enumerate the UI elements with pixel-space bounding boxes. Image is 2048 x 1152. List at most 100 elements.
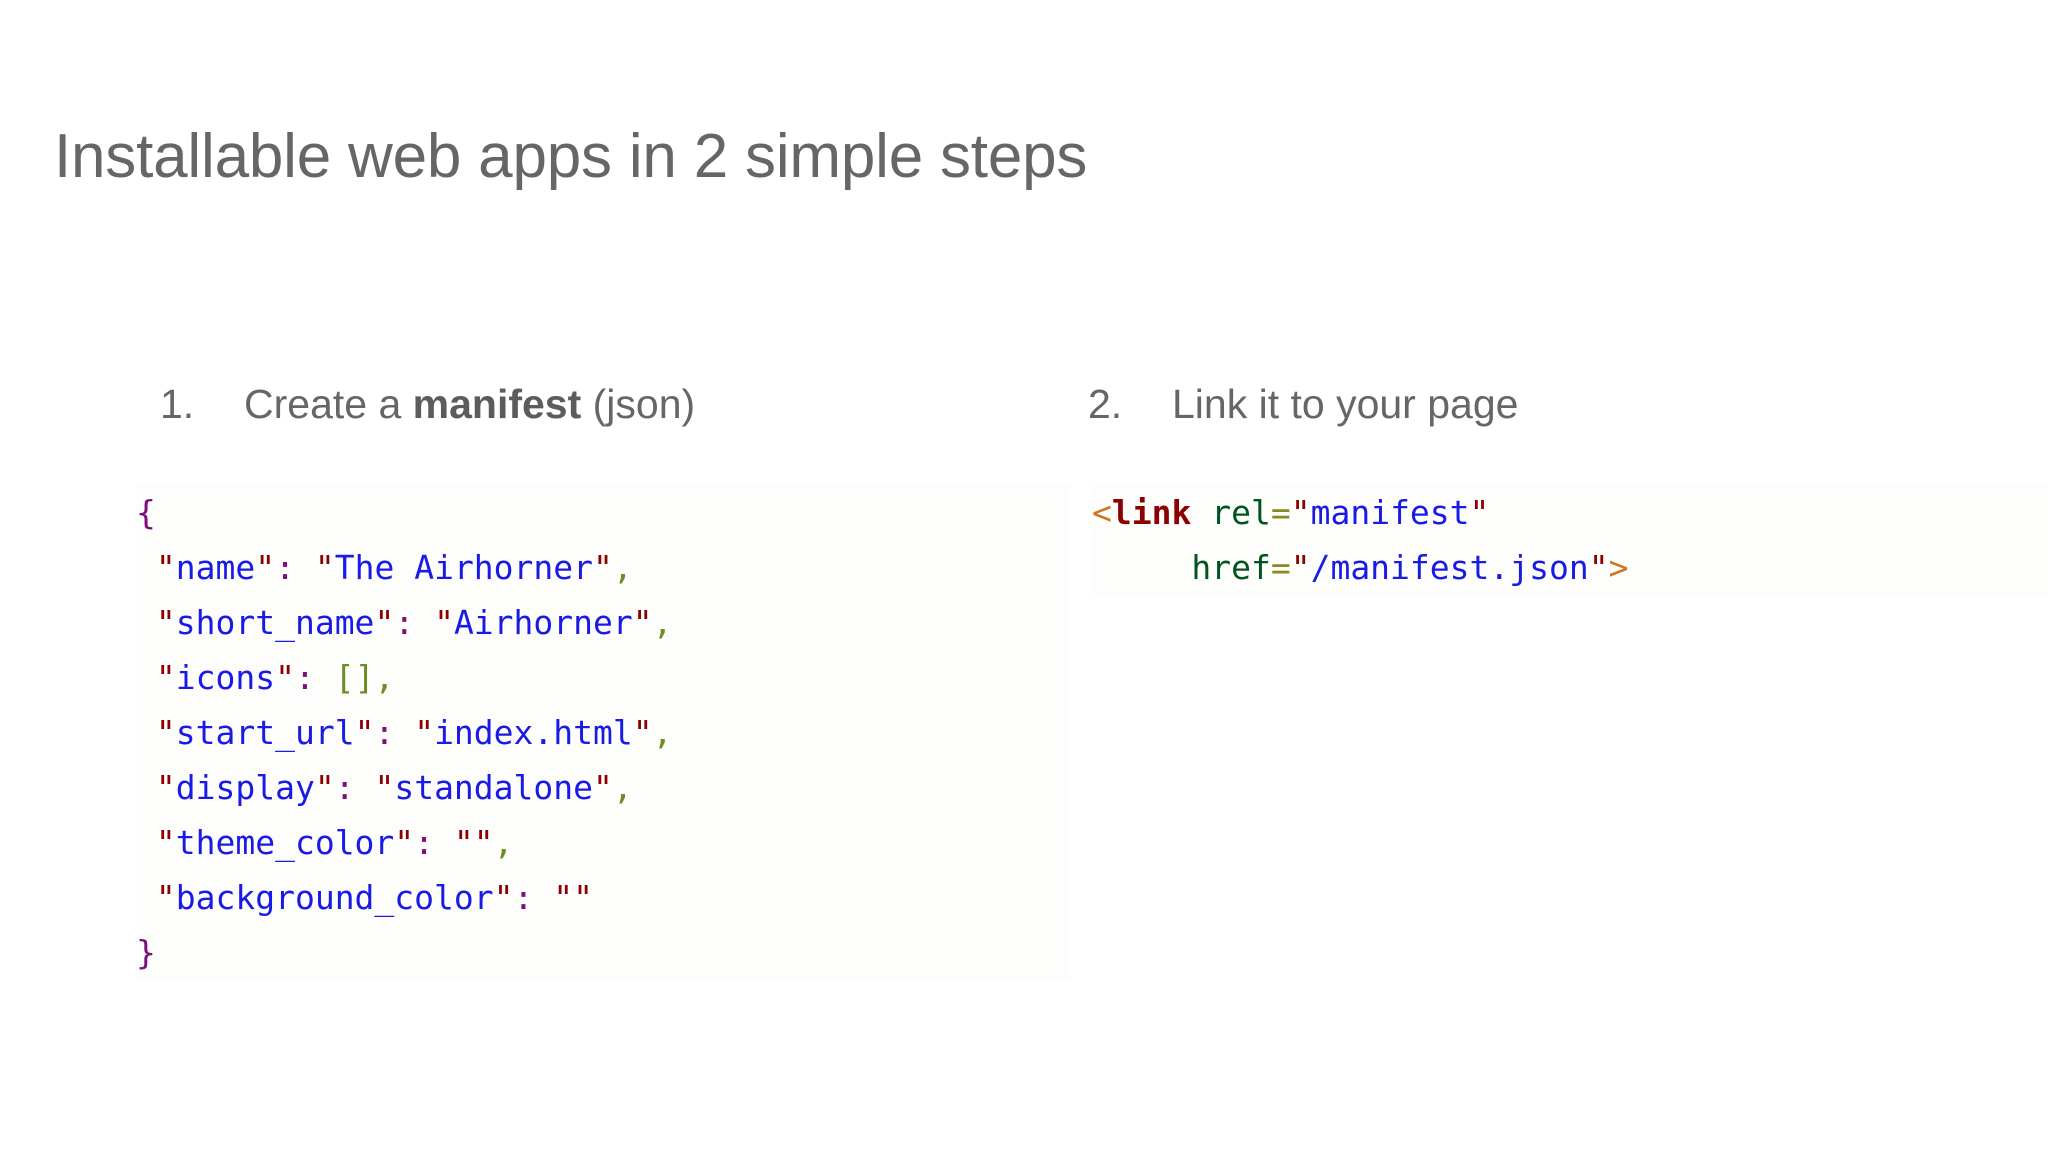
json-indent [136, 768, 156, 807]
json-key-quote-close: " [493, 878, 514, 918]
step-2-label: Link it to your page [1172, 380, 1518, 429]
json-value-start_url: index.html [434, 713, 633, 753]
json-key-quote-close: " [374, 603, 395, 643]
html-attr-value-href: /manifest.json [1310, 548, 1589, 588]
json-key-quote-open: " [155, 713, 176, 753]
json-colon: : [275, 548, 295, 588]
json-comma: , [493, 823, 514, 863]
code-block-manifest-json: { "name": "The Airhorner", "short_name":… [136, 485, 1070, 981]
code-line-entry: "background_color": "" [136, 870, 1070, 925]
step-2-number: 2. [1088, 381, 1123, 427]
json-key-quote-open: " [155, 768, 176, 808]
code-line-entry: "theme_color": "", [136, 815, 1070, 870]
json-key-short_name: short_name [175, 603, 375, 643]
html-tag-name: link [1111, 493, 1192, 533]
json-key-quote-open: " [155, 823, 176, 863]
html-attr-rel: rel [1211, 493, 1271, 533]
json-close-brace: } [136, 933, 156, 973]
json-key-start_url: start_url [175, 713, 355, 753]
json-colon: : [414, 823, 435, 863]
page-title: Installable web apps in 2 simple steps [54, 122, 1088, 191]
html-attr-value-rel: manifest [1310, 493, 1470, 533]
json-space [434, 823, 454, 862]
html-space [1191, 493, 1211, 532]
step-1-number: 1. [160, 381, 195, 427]
code-line-entry: "short_name": "Airhorner", [136, 595, 1070, 650]
html-value-quote-open: " [1290, 493, 1311, 533]
json-value-quote-open: " [453, 823, 474, 863]
code-line-link-continuation: href="/manifest.json"> [1092, 540, 2048, 595]
code-line-entry: "start_url": "index.html", [136, 705, 1070, 760]
json-value-display: standalone [394, 768, 594, 808]
step-1-text-bold: manifest [412, 381, 582, 427]
json-key-quote-close: " [275, 658, 295, 698]
json-key-quote-open: " [155, 603, 176, 643]
json-space [315, 658, 335, 697]
json-key-background_color: background_color [175, 878, 494, 918]
json-comma: , [612, 768, 633, 808]
json-indent [136, 658, 156, 697]
html-equals: = [1270, 493, 1291, 533]
step-1-text-after: (json) [581, 381, 696, 427]
json-value-quote-open: " [434, 603, 454, 643]
html-value-quote-close: " [1588, 548, 1609, 588]
json-comma: , [374, 658, 395, 698]
json-value-quote-close: " [632, 713, 653, 753]
json-comma: , [652, 603, 673, 643]
json-value-quote-close: " [473, 823, 494, 863]
step-1-text-before: Create a [244, 381, 413, 427]
json-value-quote-open: " [374, 768, 395, 808]
html-angle-open: < [1092, 493, 1112, 533]
json-value-short_name: Airhorner [453, 603, 633, 643]
step-1-label: Create a manifest (json) [244, 380, 695, 429]
html-value-quote-open: " [1290, 548, 1311, 588]
code-line-entry: "name": "The Airhorner", [136, 540, 1070, 595]
step-2-text-before: Link it to your page [1172, 381, 1519, 427]
json-key-quote-close: " [354, 713, 375, 753]
json-key-quote-open: " [155, 548, 176, 588]
json-colon: : [513, 878, 534, 918]
json-space [355, 768, 375, 807]
json-value-quote-close: " [593, 548, 613, 588]
json-colon: : [394, 603, 415, 643]
json-space [414, 603, 434, 642]
json-space [394, 713, 414, 752]
code-block-link-tag: <link rel="manifest" href="/manifest.jso… [1092, 485, 2048, 596]
json-value-quote-open: " [314, 548, 335, 588]
json-indent [136, 548, 156, 587]
code-line-link-open: <link rel="manifest" [1092, 485, 2048, 540]
json-value-quote-close: " [632, 603, 653, 643]
two-column-body: 1. Create a manifest (json) { "name": "T… [0, 380, 2048, 981]
code-line-entry: "icons": [], [136, 650, 1070, 705]
json-key-quote-open: " [155, 878, 176, 918]
column-step-1: 1. Create a manifest (json) { "name": "T… [0, 380, 1070, 981]
json-key-quote-open: " [155, 658, 176, 698]
json-value-quote-close: " [593, 768, 613, 808]
html-attr-href: href [1191, 548, 1271, 588]
code-line-entry: "display": "standalone", [136, 760, 1070, 815]
json-indent [136, 603, 156, 642]
code-line-open-brace: { [136, 485, 1070, 540]
json-comma: , [652, 713, 673, 753]
json-indent [136, 823, 156, 862]
json-value-quote-open: " [553, 878, 574, 918]
column-step-2: 2. Link it to your page <link rel="manif… [1070, 380, 2048, 596]
json-indent [136, 878, 156, 917]
html-indent [1092, 548, 1191, 587]
json-key-quote-close: " [255, 548, 276, 588]
html-equals: = [1270, 548, 1291, 588]
json-colon: : [334, 768, 355, 808]
json-comma: , [612, 548, 633, 588]
json-key-theme_color: theme_color [175, 823, 395, 863]
json-value-quote-open: " [414, 713, 435, 753]
json-indent [136, 713, 156, 752]
json-colon: : [374, 713, 395, 753]
json-value-quote-close: " [573, 878, 594, 918]
step-2-heading: 2. Link it to your page [1088, 380, 2048, 429]
json-key-quote-close: " [314, 768, 335, 808]
json-space [533, 878, 553, 917]
json-colon: : [294, 658, 315, 698]
json-space [295, 548, 315, 587]
code-line-close-brace: } [136, 925, 1070, 980]
